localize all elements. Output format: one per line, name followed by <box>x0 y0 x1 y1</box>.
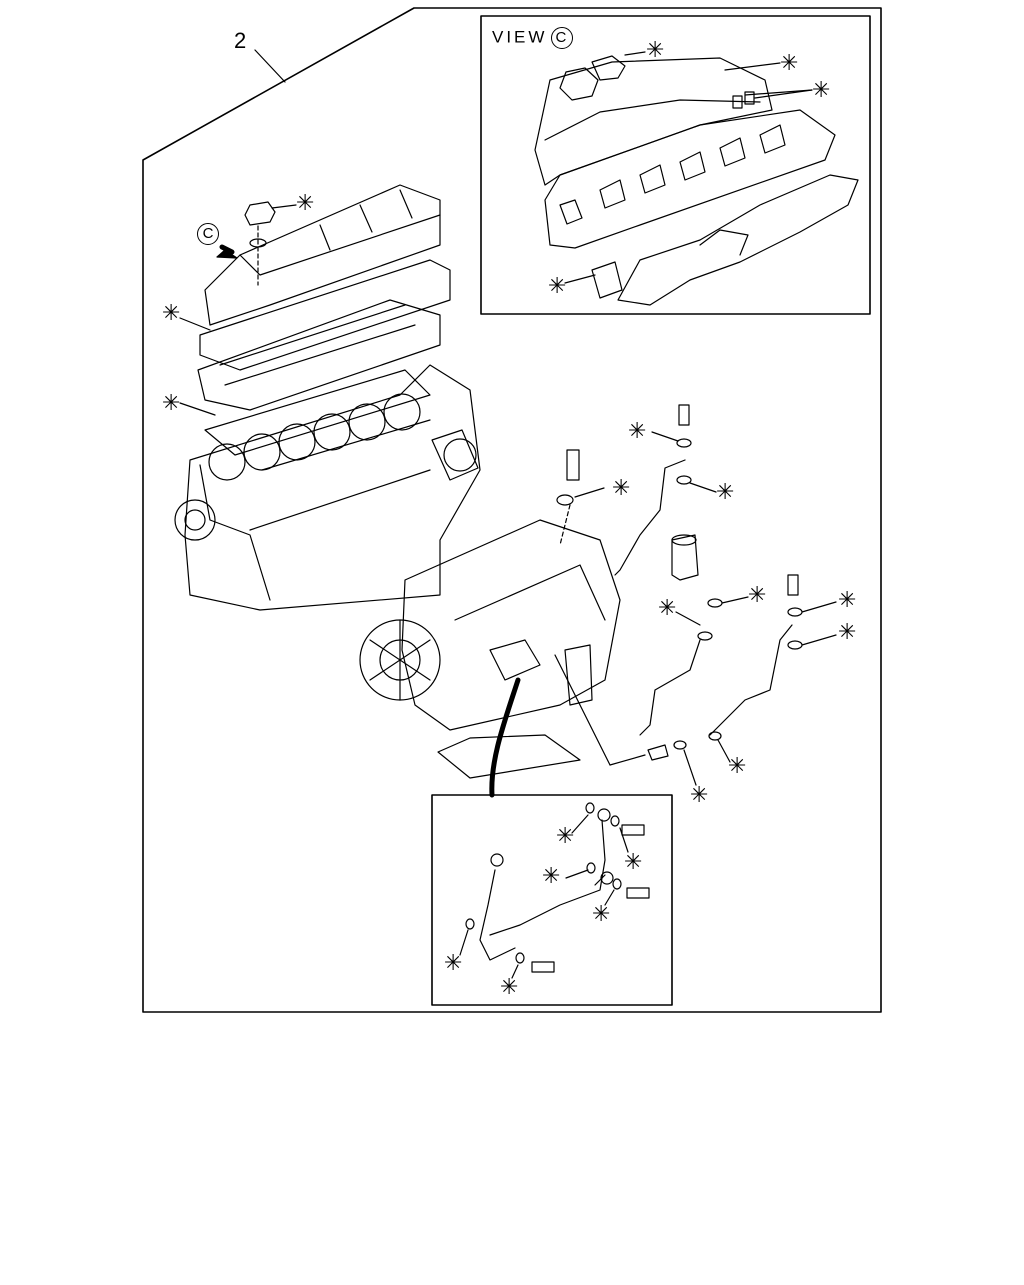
engine-block <box>174 364 481 611</box>
valve-cover <box>204 184 441 326</box>
kit-mark: ✳ <box>500 975 519 1000</box>
fuel-pipes <box>614 459 793 736</box>
view-letter: C <box>551 27 574 49</box>
assembly-number: 2 <box>234 28 247 53</box>
kit-mark: ✳ <box>162 391 181 416</box>
kit-mark: ✳ <box>628 419 647 444</box>
fuel-filter <box>671 534 699 581</box>
view-c-inset <box>480 15 871 315</box>
kit-mark: ✳ <box>162 301 181 326</box>
view-c-cylinder-head <box>544 109 836 249</box>
pipe-detail-box <box>431 794 673 1006</box>
kit-mark: ✳ <box>780 51 799 76</box>
view-c-manifold-gasket <box>591 261 623 299</box>
kit-mark: ✳ <box>556 824 575 849</box>
detail-pipes <box>479 808 614 961</box>
detail-bolts <box>465 802 650 973</box>
injector <box>556 449 580 546</box>
head-gasket-outline <box>204 369 431 456</box>
direction-label: C <box>193 222 219 246</box>
kit-mark: ✳ <box>444 951 463 976</box>
kit-mark: ✳ <box>624 850 643 875</box>
view-c-exhaust-manifold <box>617 174 859 306</box>
rocker-gasket-outline <box>199 259 451 371</box>
kit-mark: ✳ <box>812 78 831 103</box>
kit-mark: ✳ <box>748 583 767 608</box>
oil-filler-cap <box>244 201 276 286</box>
engine-assembly <box>359 519 621 731</box>
connector-hose <box>489 677 521 798</box>
kit-mark: ✳ <box>658 596 677 621</box>
kit-mark: ✳ <box>728 754 747 779</box>
kit-mark: ✳ <box>838 588 857 613</box>
kit-mark: ✳ <box>612 476 631 501</box>
kit-mark: ✳ <box>548 274 567 299</box>
kit-mark: ✳ <box>716 480 735 505</box>
kit-mark: ✳ <box>296 191 315 216</box>
kit-mark: ✳ <box>542 864 561 889</box>
view-label: VIEW <box>492 27 548 47</box>
cylinder-head <box>197 299 441 411</box>
kit-mark: ✳ <box>592 902 611 927</box>
kit-boundary <box>142 7 882 1013</box>
view-c-valve-cover <box>534 55 773 186</box>
direction-letter: C <box>197 223 219 246</box>
kit-mark: ✳ <box>838 620 857 645</box>
assembly-leader <box>254 49 286 83</box>
banjo-bolts <box>647 404 803 761</box>
oil-pan-gasket <box>437 734 581 779</box>
kit-mark: ✳ <box>646 38 665 63</box>
kit-mark: ✳ <box>690 783 709 808</box>
